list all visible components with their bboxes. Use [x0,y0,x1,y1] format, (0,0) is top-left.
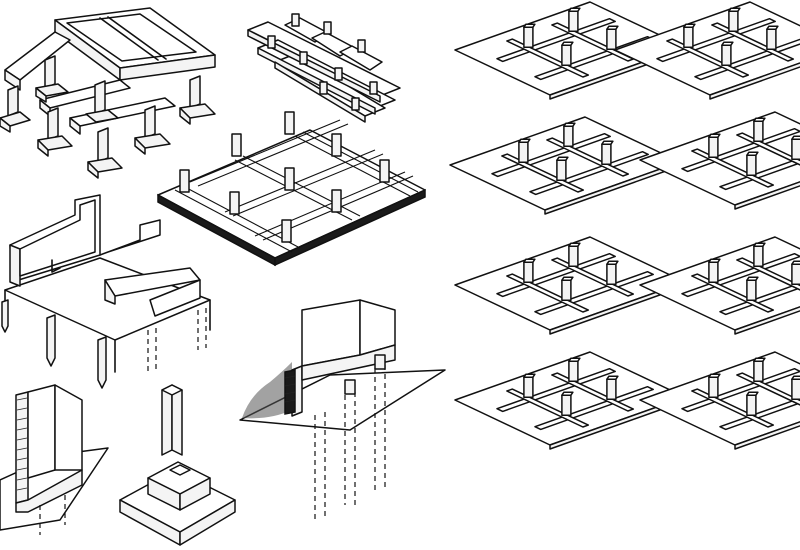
grid-variant-6 [639,236,800,335]
grid-variant-4 [639,111,800,210]
grid-variant-1 [454,1,686,100]
grid-variant-8 [639,351,800,450]
stepped-column-footing [119,384,236,546]
grid-variant-3 [449,116,681,215]
timber-grillage [247,13,401,123]
section-piles [314,354,386,520]
strip-footing-corner [0,384,109,535]
grid-slab-with-columns [157,111,426,267]
piles [1,299,207,389]
grid-variant-7 [454,351,686,450]
pile-foundation-walls [1,194,211,389]
grid-columns [179,111,390,243]
grid-variant-2 [614,1,800,100]
timber-posts [267,13,378,111]
wall-on-piles-section [239,299,446,520]
pier-footings [0,55,216,179]
wall-hatching [16,397,28,491]
section-hatching [284,375,296,403]
grid-variant-5 [454,236,686,335]
column-foundation-with-beams [0,7,216,179]
grid-variants-group [449,1,800,450]
